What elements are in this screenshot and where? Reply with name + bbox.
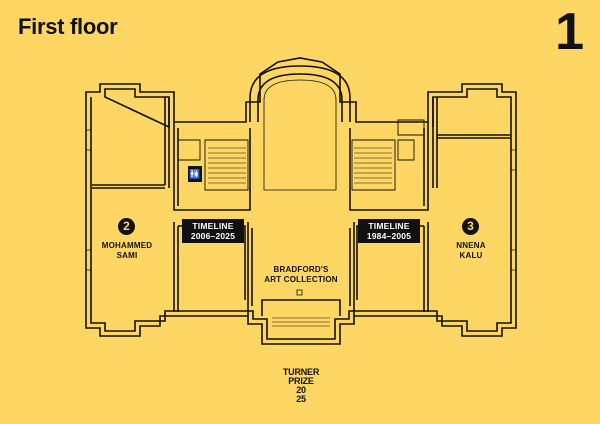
room3-line1: NNENA (456, 241, 486, 250)
center-line1: BRADFORD'S (273, 265, 329, 274)
timeline-right-title: TIMELINE (368, 221, 410, 231)
floor-number: 1 (555, 3, 584, 61)
room-label-nnena-kalu: NNENA KALU (440, 241, 502, 261)
outer-wall (85, 57, 517, 345)
room2-line1: MOHAMMED (101, 241, 153, 250)
turner-prize-logo: TURNER PRIZE 20 25 (276, 368, 326, 404)
timeline-badge-left: TIMELINE 2006–2025 (182, 219, 244, 243)
timeline-badge-right: TIMELINE 1984–2005 (358, 219, 420, 243)
page-title: First floor (18, 14, 118, 39)
center-line2: ART COLLECTION (264, 275, 338, 284)
logo-line4: 25 (296, 394, 306, 404)
timeline-right-years: 1984–2005 (366, 231, 412, 241)
timeline-left-title: TIMELINE (192, 221, 234, 231)
logo-line3: 20 (296, 385, 306, 395)
logo-line1: TURNER (282, 367, 320, 377)
logo-line2: PRIZE (288, 376, 314, 386)
room3-line2: KALU (459, 251, 483, 260)
room-label-mohammed-sami: MOHAMMED SAMI (96, 241, 158, 261)
dome-wall (249, 65, 351, 122)
room-label-bradfords-art-collection: BRADFORD'S ART COLLECTION (262, 265, 340, 285)
room2-line2: SAMI (116, 251, 138, 260)
toilet-icon: 🚻 (188, 166, 202, 182)
room-number-3: 3 (462, 218, 479, 235)
timeline-left-years: 2006–2025 (190, 231, 236, 241)
room-number-2: 2 (118, 218, 135, 235)
